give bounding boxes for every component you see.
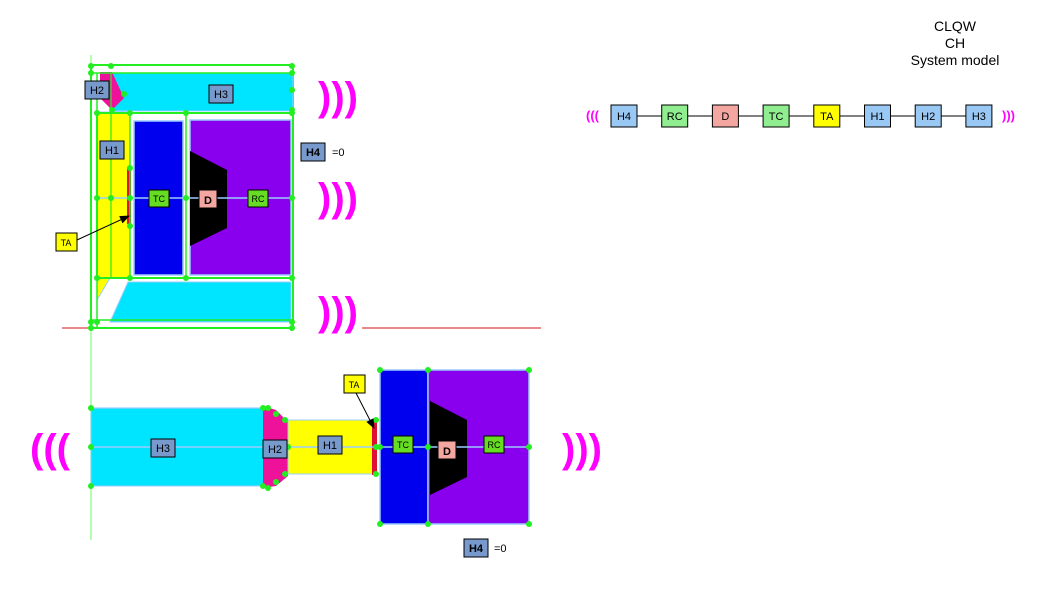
bottom-wave-right: )))	[562, 427, 602, 471]
top-h4-eq: =0	[332, 147, 345, 159]
top-nodes	[88, 63, 295, 331]
top-tc-tag: TC	[148, 189, 170, 208]
chain-node-ta: TA	[813, 104, 841, 128]
bottom-h4-tag: H4	[463, 538, 489, 558]
bottom-h3-label: H3	[156, 443, 170, 455]
bottom-h1-label: H1	[323, 440, 337, 452]
chain-nodes: H4 RC D TC TA H1 H2 H3	[610, 104, 993, 128]
top-wave-1: )))	[318, 75, 358, 119]
bottom-h4-label: H4	[469, 543, 484, 555]
chain-node-label: TA	[820, 111, 834, 123]
bottom-ta-tag: TA	[343, 374, 366, 394]
chain-node-label: H3	[972, 111, 986, 123]
bottom-d-label: D	[443, 446, 451, 458]
bottom-d-tag: D	[437, 440, 457, 460]
chain-node-label: H4	[617, 111, 631, 123]
title-line-3: System model	[910, 52, 1000, 68]
bottom-rc-label: RC	[488, 440, 501, 450]
bottom-nodes	[88, 367, 532, 527]
top-ta-tag: TA	[55, 232, 78, 252]
chain-node-h3: H3	[965, 104, 993, 128]
top-h3-band	[109, 72, 294, 112]
top-ta-label: TA	[61, 238, 72, 248]
top-model: H2 H3 H1 TC D RC TA H4 =	[55, 63, 358, 334]
top-bottom-band	[109, 281, 292, 323]
top-h4-label: H4	[306, 147, 321, 159]
top-h2-label: H2	[90, 85, 104, 97]
title-line-1: CLQW	[934, 18, 976, 34]
bottom-rc-tag: RC	[483, 435, 505, 454]
top-tc-label: TC	[153, 194, 165, 204]
chain-node-d: D	[711, 104, 739, 128]
chain-node-label: RC	[667, 111, 683, 123]
chain-node-label: TC	[769, 111, 784, 123]
top-rc-label: RC	[252, 194, 265, 204]
top-h3-tag: H3	[208, 84, 234, 104]
bottom-ta-arrow	[355, 392, 375, 429]
diagram-title: CLQW CH System model	[890, 18, 1020, 69]
top-h2-tag: H2	[84, 80, 110, 100]
top-rc-tag: RC	[247, 189, 269, 208]
top-h3-label: H3	[214, 89, 228, 101]
bottom-wave-left: (((	[30, 427, 71, 471]
top-yellow-region	[96, 111, 131, 302]
top-d-tag: D	[198, 189, 218, 209]
chain-node-h4: H4	[610, 104, 638, 128]
chain-node-h1: H1	[864, 104, 891, 128]
chain-node-rc: RC	[661, 104, 689, 128]
chain-node-label: H1	[870, 111, 884, 123]
bottom-h4-eq: =0	[494, 543, 507, 555]
bottom-tc-tag: TC	[392, 435, 414, 454]
chain-left-marker: (((	[586, 108, 600, 123]
bottom-h3-tag: H3	[150, 438, 176, 458]
chain-right-marker: )))	[1002, 108, 1015, 123]
title-line-2: CH	[944, 35, 966, 51]
chain-node-label: D	[721, 111, 729, 123]
top-wave-3: )))	[318, 290, 358, 334]
chain-node-label: H2	[921, 111, 935, 123]
top-h4-tag: H4	[300, 142, 326, 162]
top-h1-label: H1	[105, 145, 119, 157]
system-chain: ((( ))) H4 RC D TC TA H1 H2 H3	[586, 104, 1015, 128]
top-h1-tag: H1	[99, 140, 125, 160]
bottom-model: H3 H2 H1 TC D RC TA H4 =	[30, 367, 602, 558]
bottom-h2-tag: H2	[262, 439, 288, 459]
top-d-label: D	[204, 195, 212, 207]
chain-node-tc: TC	[762, 104, 790, 128]
bottom-tc-label: TC	[397, 440, 409, 450]
chain-node-h2: H2	[914, 104, 942, 128]
top-ta-arrow	[76, 215, 130, 241]
top-wave-2: )))	[318, 176, 358, 220]
bottom-h2-label: H2	[268, 444, 282, 456]
bottom-ta-label: TA	[349, 380, 360, 390]
bottom-h1-tag: H1	[317, 435, 343, 455]
